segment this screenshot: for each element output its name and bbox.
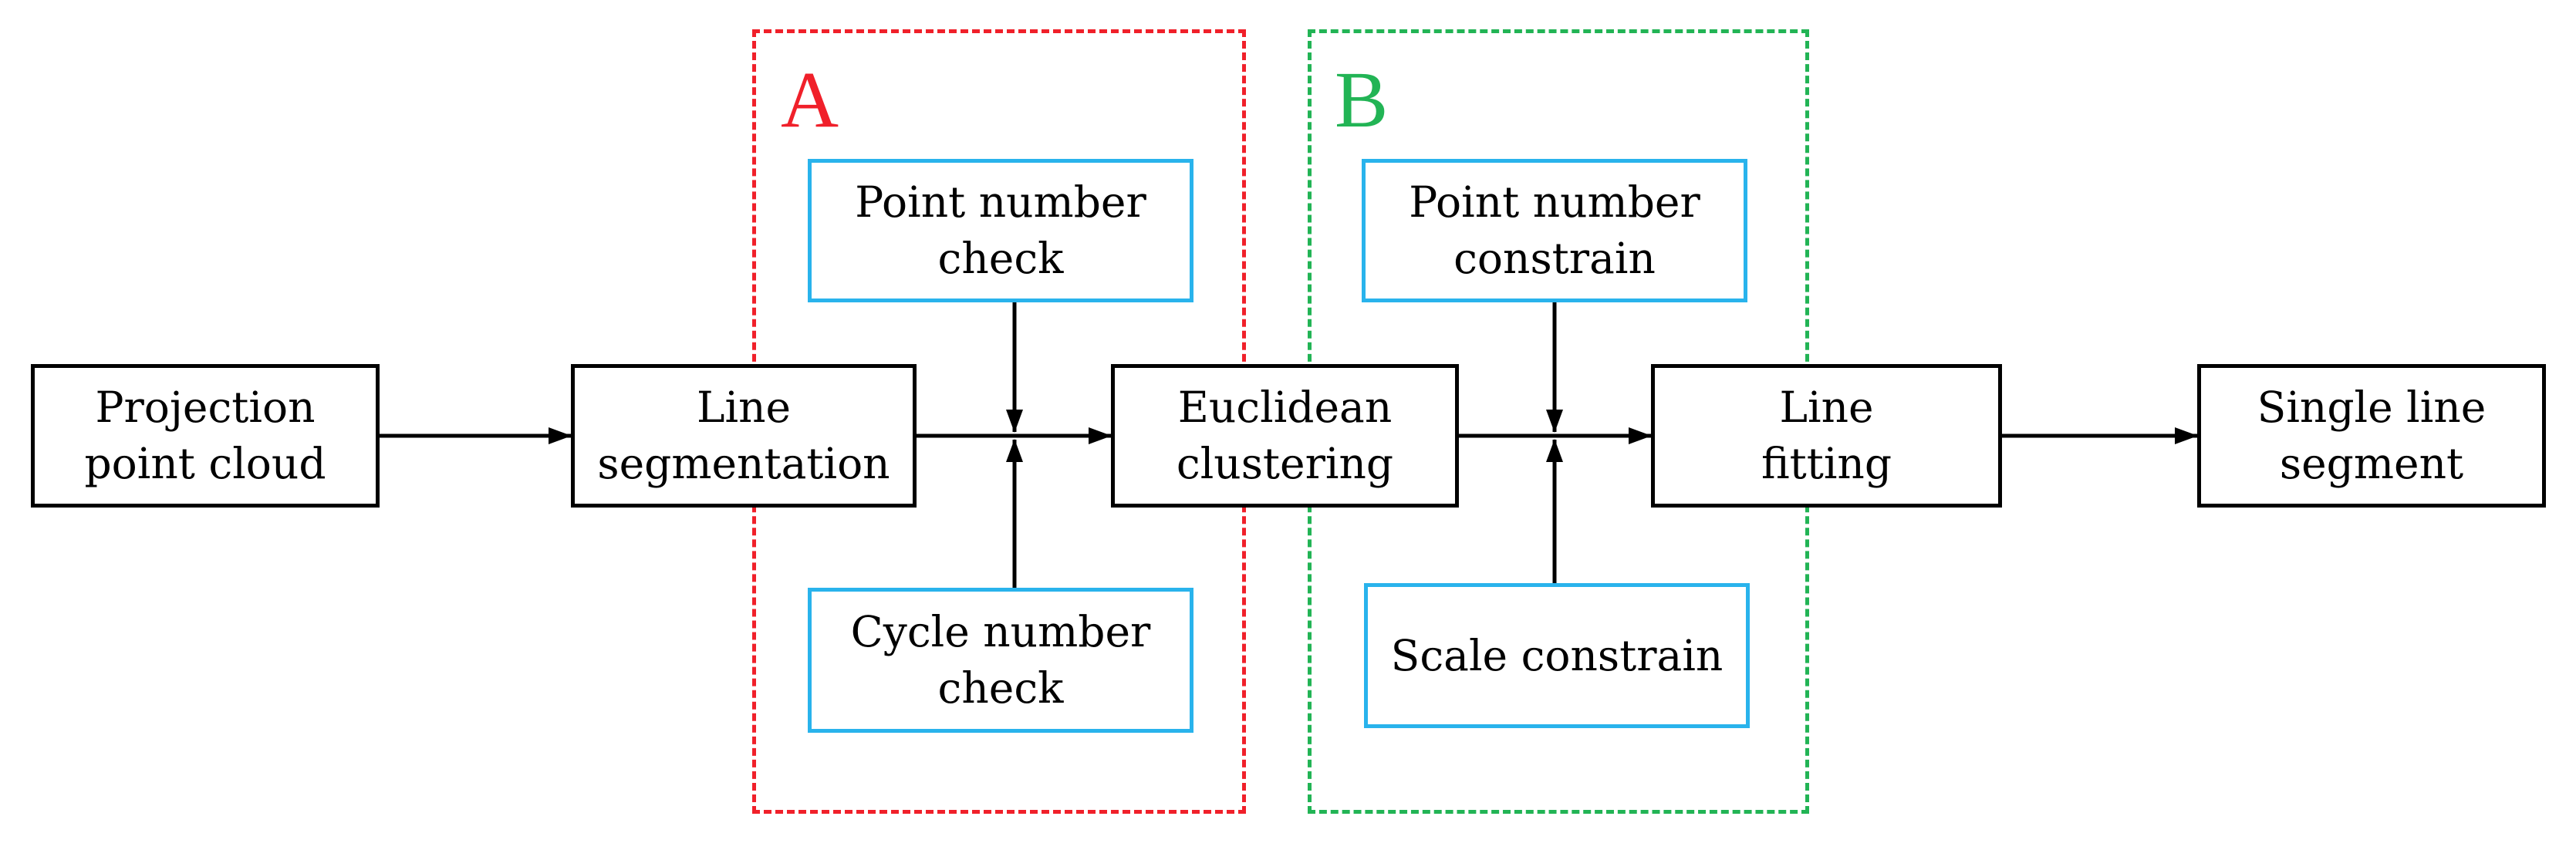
node-label-line2: fitting	[1761, 439, 1892, 488]
node-point-number-constrain: Point number constrain	[1362, 159, 1747, 302]
node-label-line1: Euclidean	[1177, 383, 1393, 433]
node-line-fitting: Line fitting	[1651, 364, 2002, 508]
node-label-line1: Cycle number	[850, 607, 1151, 657]
node-line-segmentation: Line segmentation	[571, 364, 917, 508]
node-label-line1: Projection	[95, 383, 316, 433]
group-a-label: A	[781, 56, 839, 144]
node-label-line2: segmentation	[597, 439, 890, 488]
node-euclidean-clustering: Euclidean clustering	[1111, 364, 1459, 508]
node-single-line-segment: Single line segment	[2197, 364, 2546, 508]
node-projection-point-cloud: Projection point cloud	[31, 364, 380, 508]
node-label-line2: check	[937, 234, 1064, 283]
node-label-line1: Single line	[2257, 383, 2487, 433]
node-label-line1: Point number	[1409, 177, 1700, 228]
node-scale-constrain: Scale constrain	[1364, 583, 1750, 728]
node-label-line2: segment	[2279, 439, 2464, 488]
node-label-line2: constrain	[1453, 234, 1656, 283]
node-cycle-number-check: Cycle number check	[808, 588, 1193, 733]
node-label-line1: Line	[696, 383, 792, 433]
node-label-line1: Point number	[855, 177, 1146, 228]
node-label-line1: Line	[1779, 383, 1874, 433]
node-label-line2: check	[937, 663, 1064, 713]
node-point-number-check: Point number check	[808, 159, 1193, 302]
group-b-label: B	[1335, 56, 1389, 144]
node-label-line2: point cloud	[84, 439, 326, 488]
node-label-line2: clustering	[1176, 439, 1394, 488]
node-label-line1: Scale constrain	[1390, 630, 1724, 680]
